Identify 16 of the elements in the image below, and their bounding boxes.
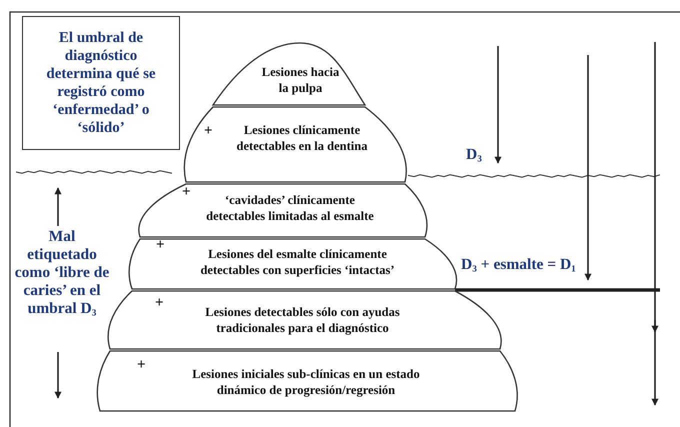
plus-sign: + [155,295,164,312]
side-note: Mal etiquetado como ‘libre de caries’ en el umbral D$_{3}$ [14,228,110,320]
layer-text: Lesiones del esmalte clínicamente detectables con superficies ‘intactas’ [199,246,396,278]
plus-sign: + [156,237,165,254]
layer-text: Lesiones clínicamente detectables en la dentina [236,122,368,154]
layer-text: ‘cavidades’ clínicamente detectables limitadas al esmalte [205,192,375,224]
plus-sign: + [137,357,146,374]
layer-text: Lesiones hacia la pulpa [260,64,340,96]
threshold-label: D$_{3}$ [466,146,483,166]
plus-sign: + [204,123,213,140]
threshold-label: D$_{3}$ + esmalte = D$_{1}$ [461,256,577,276]
plus-sign: + [182,184,191,201]
text-box [22,16,180,150]
layer-text: Lesiones detectables sólo con ayudas tradicionales para el diagnóstico [204,304,401,336]
layer-text: Lesiones iniciales sub-clínicas en un estado dinámico de progresión/regresión [191,366,421,398]
threshold-note: El umbral de diagnóstico determina qué se registró como ‘enfermedad’ o ‘sólido’ [45,29,157,137]
